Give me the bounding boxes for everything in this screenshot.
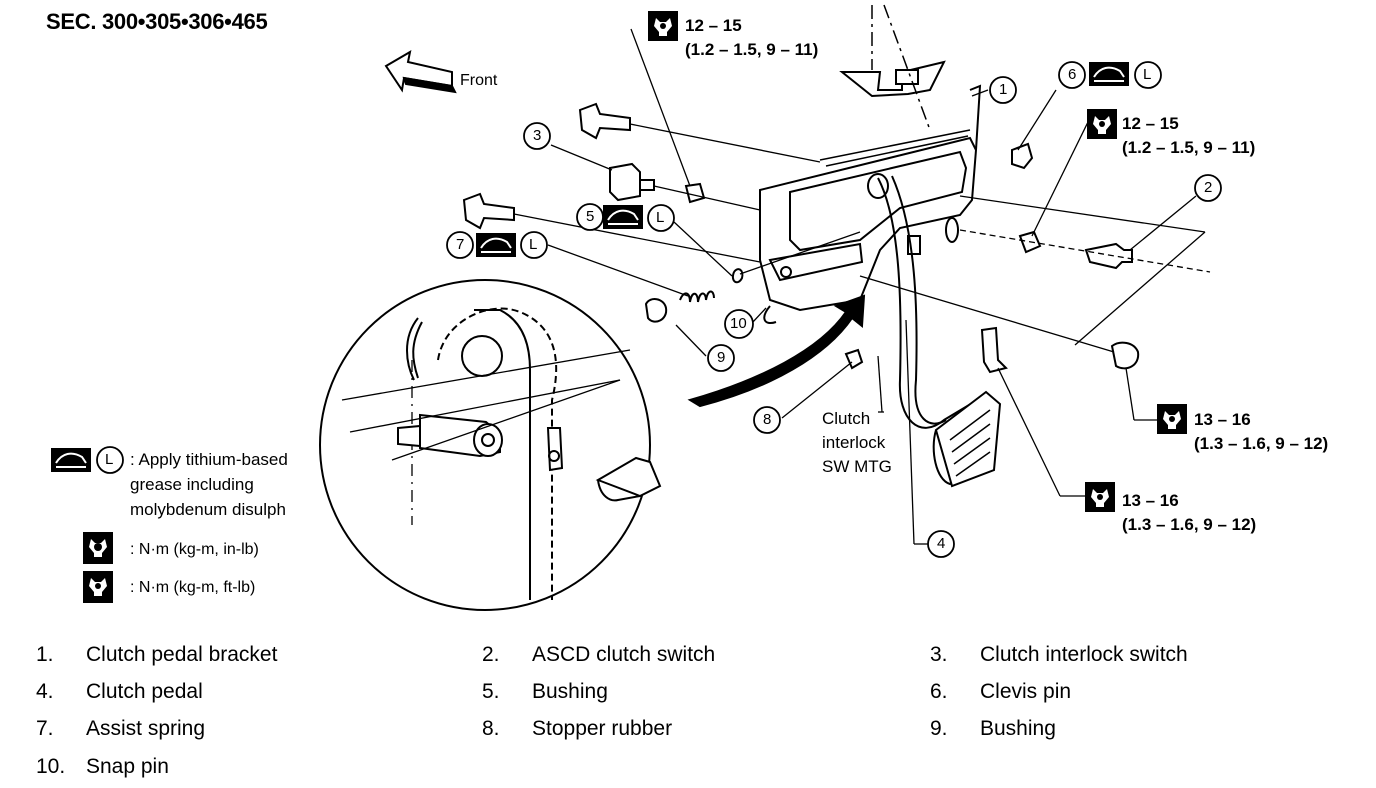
assist-spring bbox=[644, 268, 777, 324]
part-label: Clutch interlock switch bbox=[980, 643, 1188, 666]
callout-9: 9 bbox=[717, 349, 726, 366]
magnified-detail-view bbox=[319, 279, 662, 611]
section-label: SEC. 300•305•306•465 bbox=[46, 9, 268, 34]
legend-grease-text: : Apply tithium-based grease including m… bbox=[130, 447, 288, 522]
part-label: ASCD clutch switch bbox=[532, 643, 716, 666]
callout-6: 6 bbox=[1068, 66, 1077, 83]
grease-brush-icons bbox=[51, 62, 1129, 472]
legend-unit-ft-lb: : N·m (kg-m, ft-lb) bbox=[130, 579, 256, 596]
part-number: 8. bbox=[482, 717, 500, 740]
part-label: Clevis pin bbox=[980, 680, 1072, 703]
part-number: 9. bbox=[930, 717, 948, 740]
callout-1: 1 bbox=[999, 81, 1008, 98]
assembly-guide-lines bbox=[513, 123, 1211, 353]
grease-l-5: L bbox=[656, 209, 665, 226]
part-label: Bushing bbox=[532, 680, 608, 703]
part-number: 5. bbox=[482, 680, 500, 703]
callout-10: 10 bbox=[730, 315, 747, 332]
callout-4: 4 bbox=[937, 535, 946, 552]
part-label: Bushing bbox=[980, 717, 1056, 740]
part-label: Snap pin bbox=[86, 755, 169, 778]
grease-l-legend: L bbox=[105, 451, 114, 468]
clutch-interlock-note: Clutch interlock SW MTG bbox=[822, 407, 892, 479]
callout-5: 5 bbox=[586, 208, 595, 225]
steering-column-section bbox=[839, 4, 946, 131]
torque-value: 13 – 16 bbox=[1122, 491, 1179, 510]
magnify-arrow bbox=[687, 294, 866, 408]
torque-conversion: (1.2 – 1.5, 9 – 11) bbox=[1122, 138, 1256, 157]
torque-conversion: (1.3 – 1.6, 9 – 12) bbox=[1194, 434, 1329, 453]
callout-3: 3 bbox=[533, 127, 542, 144]
part-label: Clutch pedal bracket bbox=[86, 643, 278, 666]
part-number: 2. bbox=[482, 643, 500, 666]
note-line: Clutch bbox=[822, 409, 871, 428]
torque-wrench-icons bbox=[83, 11, 1187, 603]
part-number: 7. bbox=[36, 717, 54, 740]
part-number: 10. bbox=[36, 755, 66, 778]
torque-value: 12 – 15 bbox=[685, 16, 742, 35]
front-arrow-icon bbox=[384, 50, 457, 94]
callout-circles bbox=[96, 61, 1222, 558]
torque-value: 12 – 15 bbox=[1122, 114, 1179, 133]
callout-8: 8 bbox=[763, 411, 772, 428]
part-number: 3. bbox=[930, 643, 948, 666]
part-label: Stopper rubber bbox=[532, 717, 673, 740]
pedal-diagram-drawing bbox=[51, 4, 1222, 611]
part-label: Clutch pedal bbox=[86, 680, 203, 703]
torque-spec-top: 12 – 15 (1.2 – 1.5, 9 – 11) bbox=[685, 14, 818, 62]
part-number: 6. bbox=[930, 680, 948, 703]
torque-value: 13 – 16 bbox=[1194, 410, 1251, 429]
torque-spec-nut: 13 – 16 (1.3 – 1.6, 9 – 12) bbox=[1194, 408, 1328, 456]
clutch-interlock-switch bbox=[609, 162, 655, 202]
grease-l-6: L bbox=[1143, 66, 1152, 83]
callout-7: 7 bbox=[456, 236, 465, 253]
legend-line: molybdenum disulph bbox=[130, 500, 286, 519]
ascd-clutch-switch bbox=[1084, 242, 1133, 270]
torque-spec-right: 12 – 15 (1.2 – 1.5, 9 – 11) bbox=[1122, 112, 1255, 160]
part-number: 1. bbox=[36, 643, 54, 666]
clutch-pedal-bracket bbox=[759, 84, 982, 312]
legend-line: : Apply tithium-based bbox=[130, 450, 288, 469]
torque-conversion: (1.2 – 1.5, 9 – 11) bbox=[685, 40, 819, 59]
part-label: Assist spring bbox=[86, 717, 206, 740]
torque-conversion: (1.3 – 1.6, 9 – 12) bbox=[1122, 515, 1257, 534]
legend-line: grease including bbox=[130, 475, 254, 494]
clutch-pedal bbox=[877, 175, 1002, 488]
grease-l-7: L bbox=[529, 236, 538, 253]
legend-unit-in-lb: : N·m (kg-m, in-lb) bbox=[130, 541, 259, 558]
note-line: interlock bbox=[822, 433, 886, 452]
callout-2: 2 bbox=[1204, 179, 1213, 196]
note-line: SW MTG bbox=[822, 457, 892, 476]
front-label: Front bbox=[460, 72, 498, 89]
bracket-bolts bbox=[462, 102, 1140, 374]
torque-spec-bolt: 13 – 16 (1.3 – 1.6, 9 – 12) bbox=[1122, 489, 1256, 537]
part-number: 4. bbox=[36, 680, 54, 703]
parts-list: 1. Clutch pedal bracket 2. ASCD clutch swi… bbox=[0, 637, 1376, 787]
callout-leader-lines bbox=[547, 28, 1197, 545]
